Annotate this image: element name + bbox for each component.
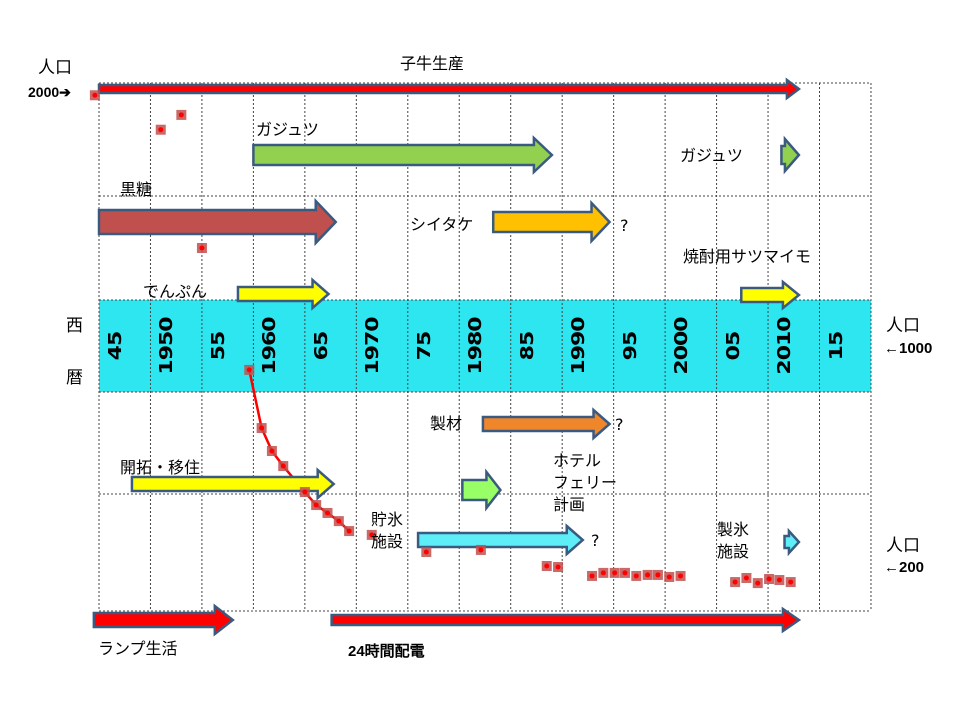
label-choyo: 貯氷 施設 xyxy=(371,510,404,551)
label-seizai: 製材 xyxy=(430,414,463,433)
population-marker-dot xyxy=(423,549,429,555)
arrow-gajutsu1 xyxy=(252,135,554,175)
note-seizai: ? xyxy=(615,415,624,434)
label-kaitaku: 開拓・移住 xyxy=(120,458,201,477)
arrow-denpun xyxy=(236,277,331,311)
year-tick-label: 75 xyxy=(414,331,435,361)
population-marker-dot xyxy=(346,528,352,534)
left-pop-value: 2000➔ xyxy=(28,84,71,100)
population-marker-dot xyxy=(755,580,761,586)
arrow-calf xyxy=(97,77,802,101)
year-tick-label: 15 xyxy=(826,331,847,361)
label-gajutsu-1: ガジュツ xyxy=(256,120,319,139)
year-tick-label: 85 xyxy=(517,331,538,361)
year-tick-label: 1960 xyxy=(260,317,281,375)
population-marker-dot xyxy=(655,572,661,578)
population-marker-dot xyxy=(199,245,205,251)
population-marker-dot xyxy=(555,564,561,570)
population-marker-dot xyxy=(259,425,265,431)
arrow-seizai xyxy=(481,407,612,441)
population-marker-dot xyxy=(633,573,639,579)
label-shochu: 焼酎用サツマイモ xyxy=(683,247,812,266)
population-marker-dot xyxy=(612,570,618,576)
year-tick-label: 55 xyxy=(208,331,229,361)
arrow-kokuto xyxy=(97,197,338,247)
population-marker-dot xyxy=(743,575,749,581)
population-marker-dot xyxy=(178,112,184,118)
arrow-seihyo xyxy=(783,527,801,557)
year-tick-label: 2000 xyxy=(672,317,693,375)
right-pop-label-mid: 人口 xyxy=(886,316,920,336)
band-label-2: 暦 xyxy=(66,368,83,388)
population-marker-dot xyxy=(600,570,606,576)
population-marker-dot xyxy=(645,572,651,578)
label-seihyo: 製氷 施設 xyxy=(717,520,750,561)
label-power: 24時間配電 xyxy=(348,643,425,660)
population-marker-dot xyxy=(280,463,286,469)
population-marker-dot xyxy=(313,502,319,508)
population-marker-dot xyxy=(732,579,738,585)
population-marker-dot xyxy=(302,489,308,495)
note-shiitake: ? xyxy=(620,216,629,235)
population-marker-dot xyxy=(766,576,772,582)
right-pop-value-mid: ←1000 xyxy=(884,340,933,357)
label-calf: 子牛生産 xyxy=(400,54,465,73)
year-tick-label: 1970 xyxy=(363,317,384,375)
label-gajutsu-2: ガジュツ xyxy=(680,146,743,165)
note-choyo: ? xyxy=(591,531,600,550)
arrow-lamp xyxy=(92,603,235,637)
label-shiitake: シイタケ xyxy=(410,215,474,234)
band-label-1: 西 xyxy=(66,316,83,336)
right-pop-value-low: ←200 xyxy=(884,559,925,576)
year-tick-label: 1950 xyxy=(157,317,178,375)
arrow-hotel xyxy=(461,468,503,512)
population-marker-dot xyxy=(269,448,275,454)
label-denpun: でんぷん xyxy=(143,282,208,301)
year-tick-label: 1980 xyxy=(466,317,487,375)
population-marker-dot xyxy=(666,574,672,580)
year-tick-label: 1990 xyxy=(569,317,590,375)
population-marker-dot xyxy=(478,547,484,553)
population-marker-dot xyxy=(788,579,794,585)
year-tick-label: 95 xyxy=(620,331,641,361)
population-marker-dot xyxy=(92,92,98,98)
population-marker-dot xyxy=(589,573,595,579)
population-marker-dot xyxy=(369,532,375,538)
arrow-gajutsu2 xyxy=(780,135,801,175)
year-tick-label: 05 xyxy=(723,331,744,361)
right-pop-label-low: 人口 xyxy=(886,536,920,556)
label-hotel: ホテル フェリー 計画 xyxy=(553,451,618,514)
year-band xyxy=(99,300,871,392)
population-marker-dot xyxy=(246,367,252,373)
arrow-shochu xyxy=(740,279,801,311)
population-marker-dot xyxy=(325,510,331,516)
population-marker-dot xyxy=(336,518,342,524)
population-marker-dot xyxy=(622,570,628,576)
arrow-shiitake xyxy=(491,199,612,245)
label-lamp: ランプ生活 xyxy=(98,639,178,658)
year-tick-label: 45 xyxy=(106,331,126,361)
population-marker-dot xyxy=(678,573,684,579)
year-tick-label: 65 xyxy=(311,331,332,361)
arrow-kaitaku xyxy=(130,467,336,501)
label-kokuto: 黒糖 xyxy=(120,180,153,199)
arrow-choyo xyxy=(416,523,585,557)
year-tick-label: 2010 xyxy=(775,317,796,375)
left-pop-label: 人口 xyxy=(38,58,72,78)
population-marker-dot xyxy=(158,127,164,133)
population-marker-dot xyxy=(544,563,550,569)
population-line xyxy=(248,369,350,532)
arrow-power xyxy=(330,606,802,634)
population-marker-dot xyxy=(776,577,782,583)
